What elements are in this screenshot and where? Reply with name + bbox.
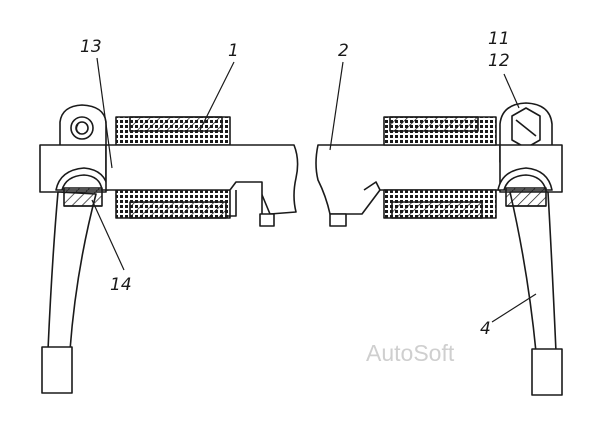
callout-13: 13 — [80, 37, 102, 57]
watermark-text: AutoSoft — [366, 340, 455, 366]
right-link-rod — [509, 191, 557, 353]
right-link-foot — [531, 348, 563, 396]
left-link-foot — [41, 346, 73, 394]
right-assembly — [497, 102, 563, 396]
callout-11: 11 — [488, 29, 510, 49]
left-assembly — [39, 104, 109, 394]
right-bar — [315, 144, 505, 215]
callout-14: 14 — [110, 275, 132, 295]
left-link-rod — [47, 191, 97, 351]
callout-4: 4 — [480, 319, 491, 339]
right-ball-joint — [497, 167, 553, 207]
leader-lines — [91, 57, 537, 323]
left-bar — [105, 144, 299, 215]
left-bushing — [115, 116, 231, 219]
left-ball-joint — [55, 167, 109, 207]
callout-12: 12 — [488, 51, 510, 71]
right-bushing — [383, 116, 497, 219]
callout-1: 1 — [228, 41, 239, 61]
callout-2: 2 — [338, 41, 349, 61]
